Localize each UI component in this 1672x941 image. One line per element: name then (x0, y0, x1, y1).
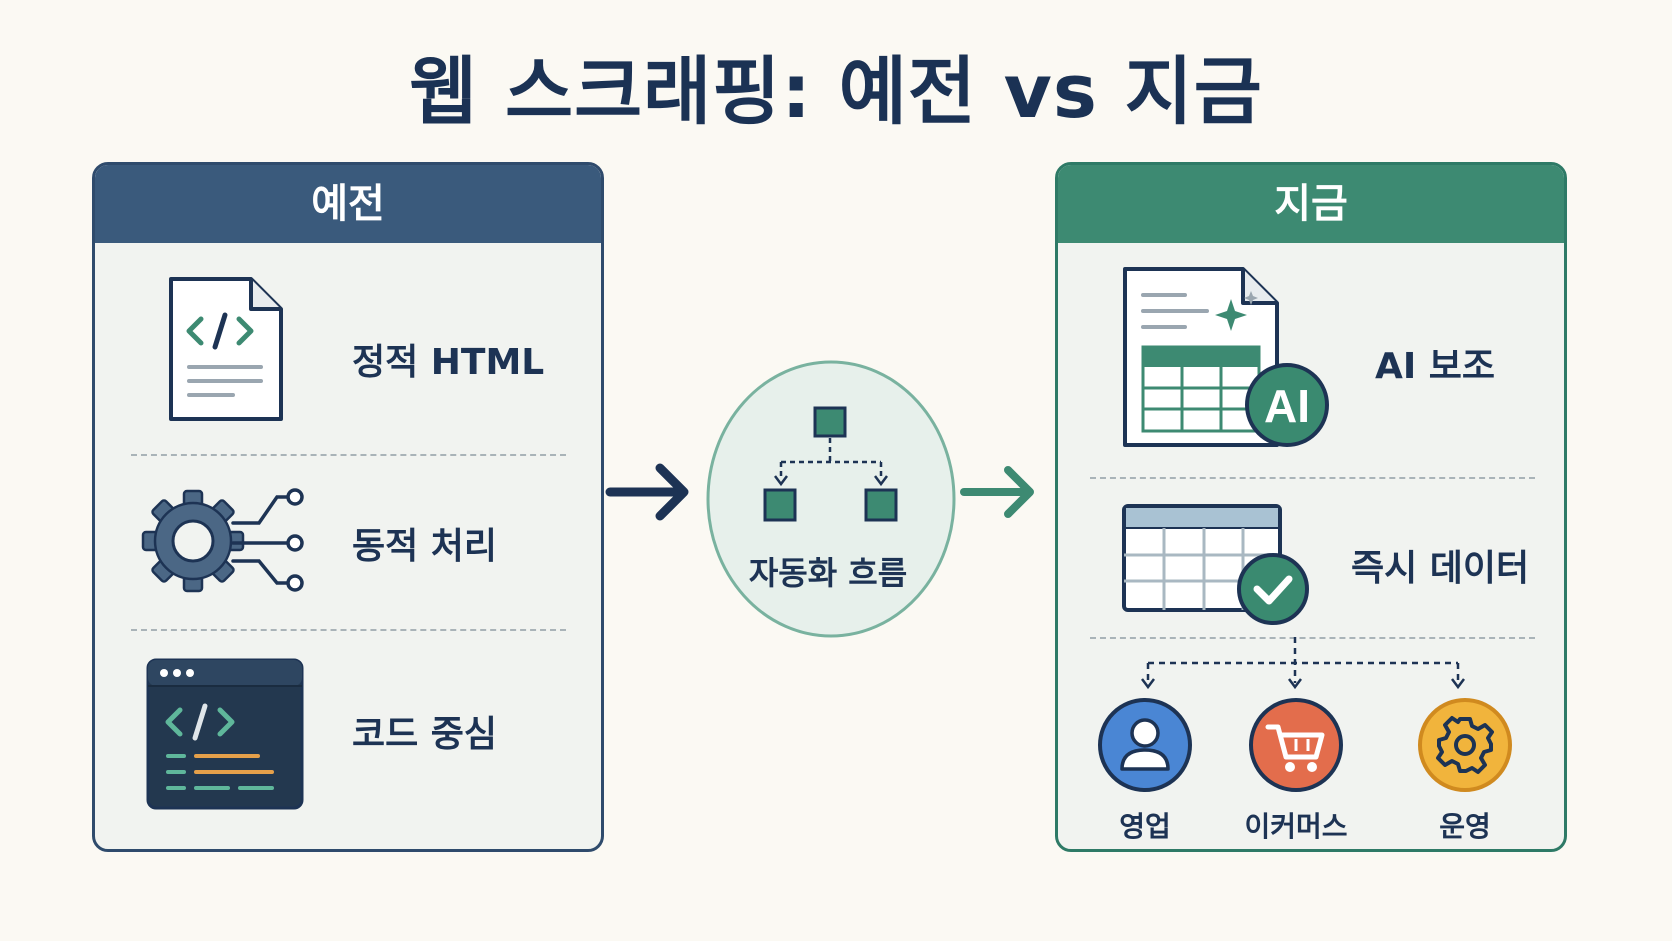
html-document-icon (169, 277, 283, 421)
code-window-icon (146, 658, 304, 810)
table-check-icon (1122, 504, 1309, 625)
destination-ecommerce-label: 이커머스 (1244, 810, 1348, 843)
code-centric-label: 코드 중심 (352, 714, 498, 755)
flowchart-icon (763, 406, 898, 522)
static-html-label: 정적 HTML (352, 342, 545, 383)
divider (1090, 637, 1535, 639)
past-panel-header: 예전 (95, 165, 601, 243)
page-title: 웹 스크래핑: 예전 vs 지금 (409, 49, 1263, 135)
gear-network-icon (141, 488, 304, 593)
gear-icon (1418, 698, 1512, 792)
right-arrow-icon (605, 463, 689, 521)
distribution-connector (1141, 637, 1465, 690)
now-panel: 지금 AI AI 보조 즉시 데이터 (1055, 162, 1567, 852)
automation-flow-label: 자동화 흐름 (748, 554, 908, 592)
past-panel: 예전 정적 HTML (92, 162, 604, 852)
divider (131, 629, 566, 631)
divider (1090, 477, 1535, 479)
divider (131, 454, 566, 456)
cart-icon (1249, 698, 1343, 792)
ai-spreadsheet-icon: AI (1123, 267, 1329, 447)
ai-badge: AI (1264, 380, 1310, 432)
destination-operations-label: 운영 (1439, 810, 1491, 843)
right-arrow-icon (960, 466, 1034, 518)
destination-sales-label: 영업 (1119, 810, 1171, 843)
user-icon (1098, 698, 1192, 792)
dynamic-processing-label: 동적 처리 (352, 526, 498, 567)
instant-data-label: 즉시 데이터 (1351, 548, 1530, 589)
now-panel-header: 지금 (1058, 165, 1564, 243)
ai-assist-label: AI 보조 (1375, 346, 1496, 387)
